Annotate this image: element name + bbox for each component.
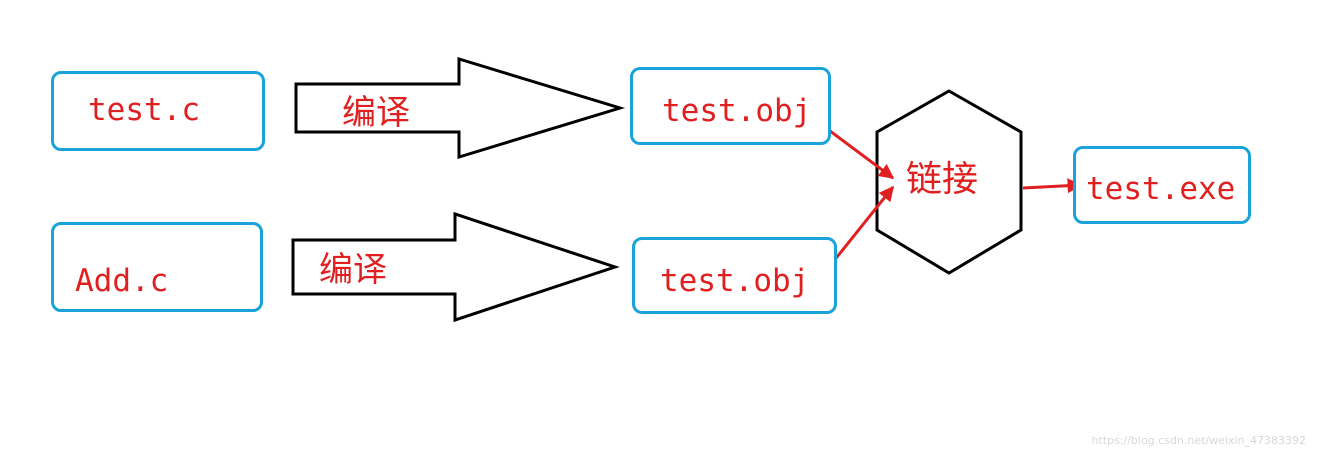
compile-label: 编译 (342, 93, 410, 133)
object-file-label: test.obj (660, 263, 810, 299)
source-file-label: test.c (88, 92, 200, 128)
source-file-label: Add.c (75, 263, 169, 299)
object-box-1 (630, 67, 831, 145)
link-label: 链接 (906, 159, 979, 200)
compile-arrow-2 (291, 211, 620, 323)
source-box-test-c (51, 71, 265, 151)
source-box-add-c (51, 222, 263, 312)
link-to-exe-arrow (1022, 178, 1083, 194)
link-hexagon (875, 89, 1023, 275)
output-box-exe (1073, 146, 1251, 224)
compile-arrow-1 (294, 56, 626, 160)
obj1-to-link-arrow (821, 123, 895, 180)
object-box-2 (632, 237, 837, 314)
watermark: https://blog.csdn.net/weixin_47383392 (1091, 434, 1306, 447)
output-file-label: test.exe (1086, 171, 1236, 207)
compile-label: 编译 (319, 250, 387, 290)
obj2-to-link-arrow (831, 185, 895, 263)
object-file-label: test.obj (662, 93, 812, 129)
